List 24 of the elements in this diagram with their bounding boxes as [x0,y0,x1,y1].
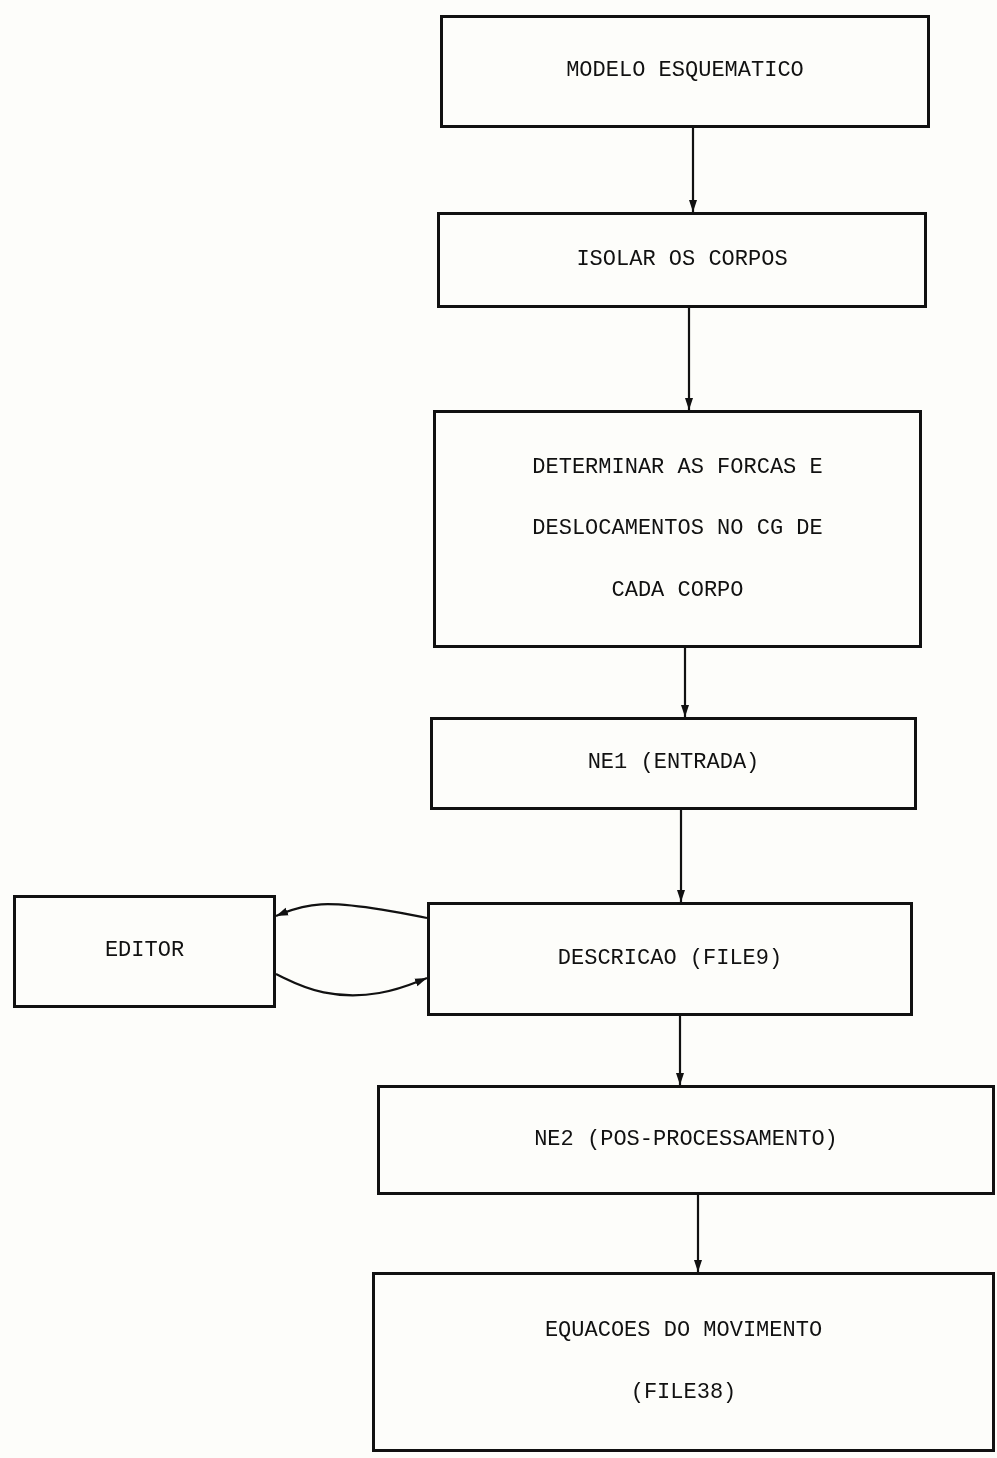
box-label: EDITOR [104,937,185,966]
process-box [437,212,927,308]
arrow [275,903,428,920]
process-box [440,15,930,128]
arrow [275,973,428,997]
arrow [677,810,685,902]
process-box [427,902,913,1016]
box-label: MODELO ESQUEMATICO [566,57,804,86]
box-label: EQUACOES DO MOVIMENTO (FILE38) [543,1317,824,1407]
box-label: ISOLAR OS CORPOS [576,245,788,274]
process-box [377,1085,995,1195]
arrow [681,648,689,717]
process-box [372,1272,995,1452]
box-label: DETERMINAR AS FORCAS E DESLOCAMENTOS NO CG DE CADA CORPO [532,453,823,605]
process-box [13,895,276,1008]
box-label: NE2 (POS-PROCESSAMENTO) [534,1125,838,1154]
process-box [430,717,917,810]
process-box [433,410,922,648]
arrow [694,1195,702,1272]
arrow [685,308,693,410]
arrow [676,1016,684,1085]
box-label: DESCRICAO (FILE9) [557,944,783,973]
arrow [689,128,697,212]
box-label: NE1 (ENTRADA) [587,749,760,778]
